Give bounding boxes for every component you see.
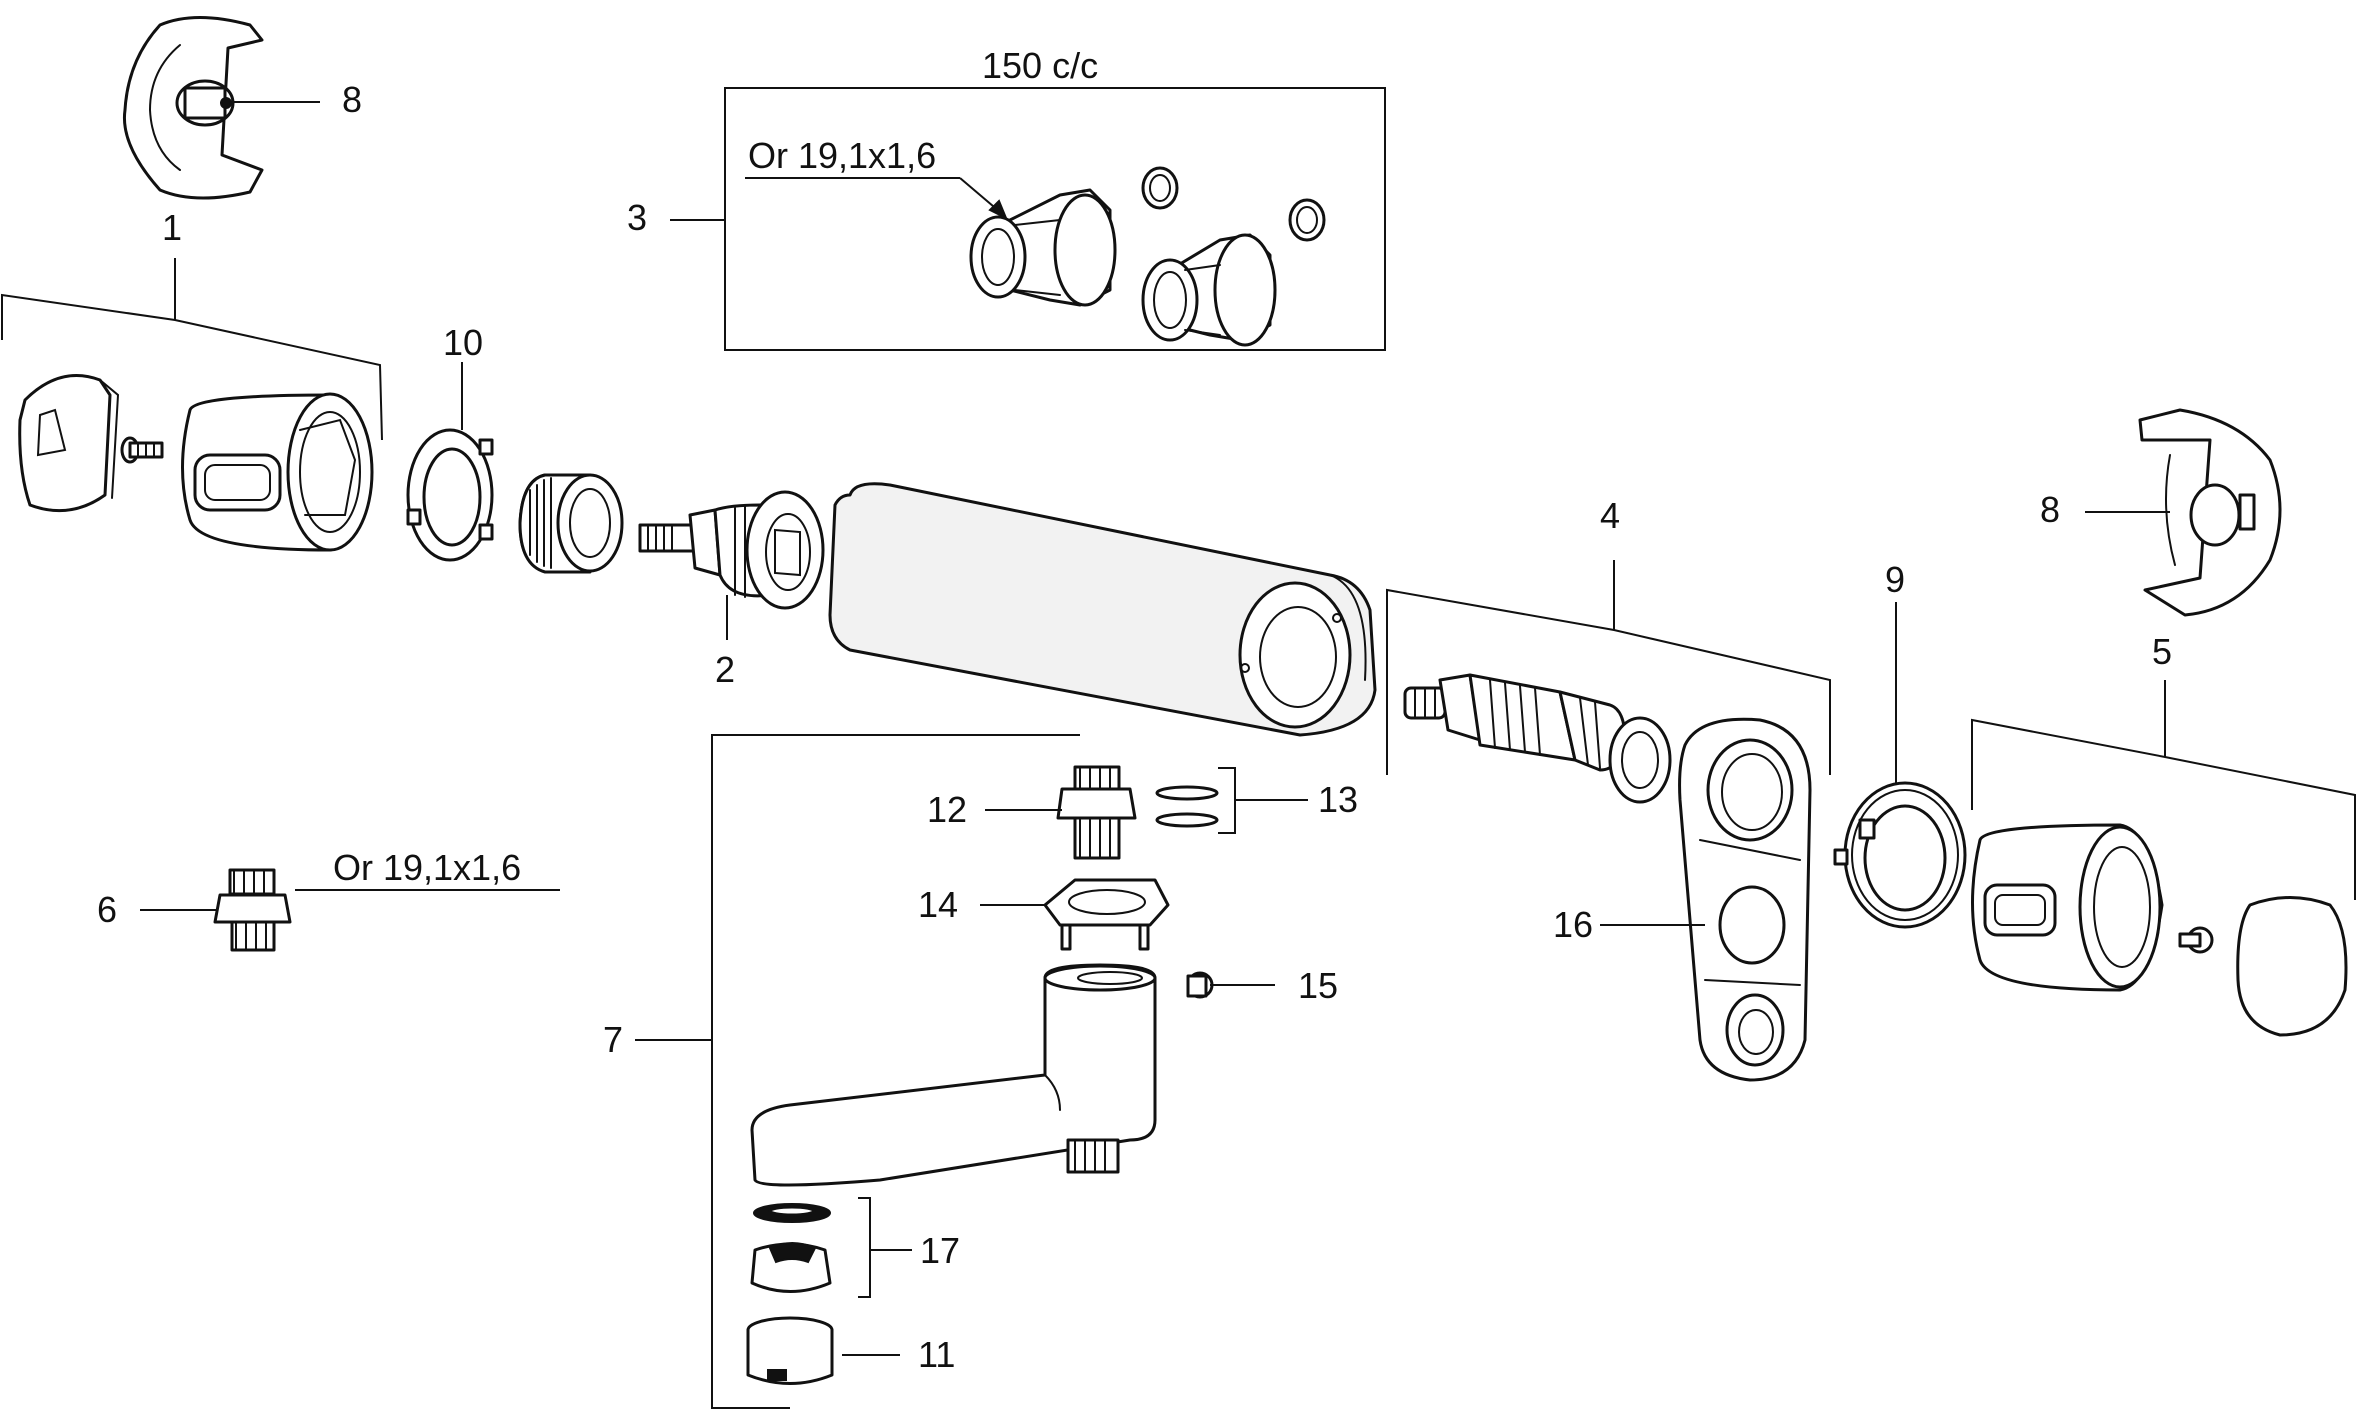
label-oring-spec-left: Or 19,1x1,6	[333, 847, 521, 888]
part-3-oring-left	[1141, 166, 1179, 210]
label-part-6: 6	[97, 889, 117, 930]
bracket-13	[1218, 767, 1236, 834]
part-3-fitting-left	[969, 188, 1117, 307]
part-8-handle-insert-right	[2138, 408, 2282, 617]
part-4-thermostatic-cartridge	[1403, 673, 1672, 804]
label-part-3: 3	[627, 197, 647, 238]
part-5-cap	[2236, 896, 2348, 1037]
part-3-oring-right	[1288, 198, 1326, 242]
part-10-ring	[406, 428, 494, 562]
part-1-cap	[18, 374, 120, 513]
label-part-10: 10	[443, 322, 483, 363]
part-2-cartridge	[638, 490, 825, 610]
label-part-17: 17	[920, 1230, 960, 1271]
part-5-screw	[2178, 926, 2214, 954]
part-17-washer	[753, 1203, 831, 1223]
arrow-head-oring-top	[988, 199, 1008, 221]
label-part-2: 2	[715, 649, 735, 690]
label-part-1: 1	[162, 207, 182, 248]
part-13-orings	[1155, 785, 1219, 828]
part-14-clip	[1043, 878, 1170, 951]
label-part-13: 13	[1318, 779, 1358, 820]
part-15-grub-screw	[1186, 971, 1214, 999]
label-part-5: 5	[2152, 631, 2172, 672]
label-oring-spec-top: Or 19,1x1,6	[748, 135, 936, 176]
part-1-screw	[120, 436, 164, 464]
part-1-handle-body	[181, 392, 374, 552]
label-part-16: 16	[1553, 904, 1593, 945]
part-16-plate	[1678, 717, 1812, 1082]
label-part-7: 7	[603, 1019, 623, 1060]
part-5-handle-body	[1971, 823, 2164, 992]
part-17-aerator-insert	[750, 1242, 832, 1293]
label-part-12: 12	[927, 789, 967, 830]
bracket-7	[711, 734, 1080, 1409]
part-9-ring	[1833, 781, 1967, 929]
part-3-fitting-right	[1141, 233, 1277, 347]
label-part-11: 11	[918, 1334, 955, 1375]
label-part-8-right: 8	[2040, 489, 2060, 530]
part-12-connector	[1056, 765, 1137, 860]
label-part-9: 9	[1885, 559, 1905, 600]
part-6-adaptor	[213, 868, 292, 952]
label-center-distance: 150 c/c	[982, 45, 1098, 86]
label-part-14: 14	[918, 884, 958, 925]
part-11-aerator-housing	[746, 1316, 834, 1385]
part-7-spout	[750, 963, 1157, 1187]
mixer-body	[828, 482, 1377, 737]
label-part-8-top: 8	[342, 79, 362, 120]
part-8-handle-insert-top	[122, 16, 264, 200]
label-part-4: 4	[1600, 495, 1620, 536]
gland-nut	[518, 473, 624, 574]
label-part-15: 15	[1298, 965, 1338, 1006]
bracket-17	[858, 1197, 871, 1298]
